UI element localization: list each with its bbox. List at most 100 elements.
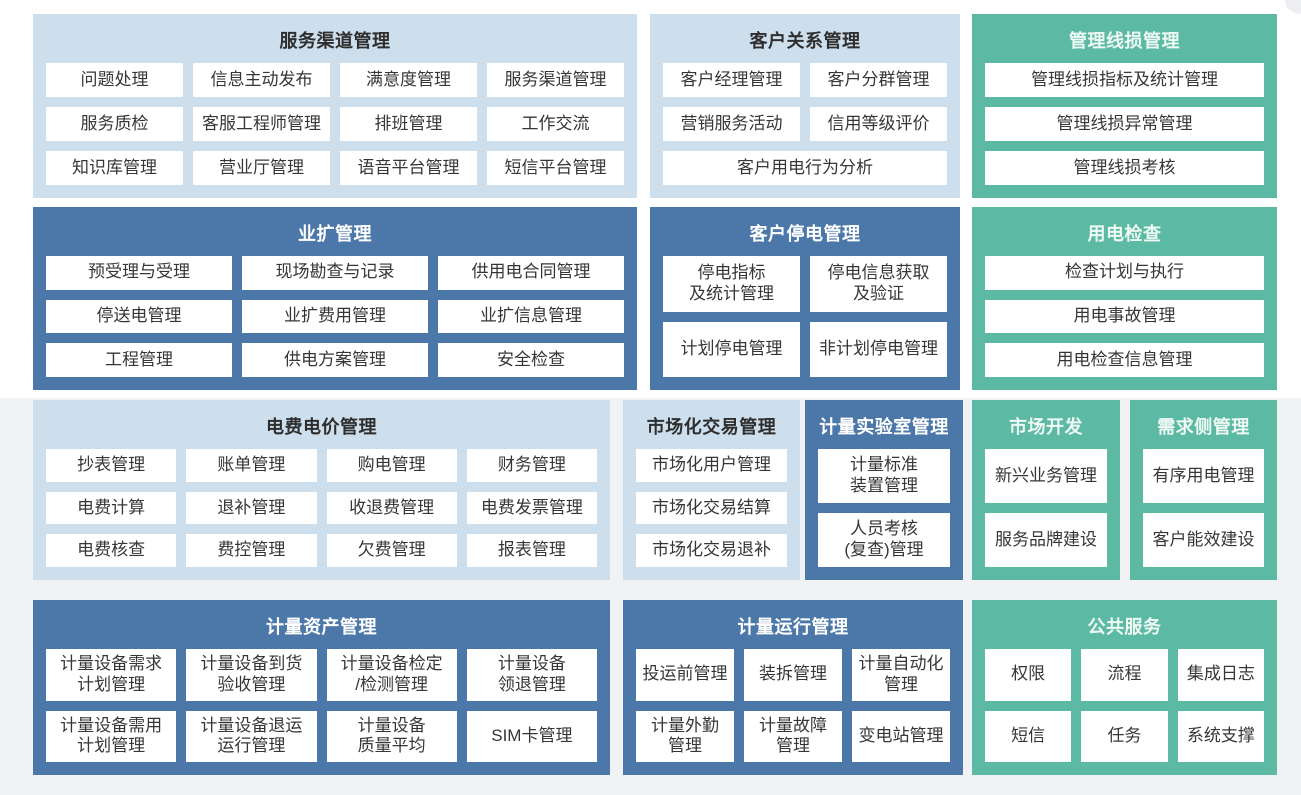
panel-title: 市场化交易管理	[646, 417, 777, 437]
panel-metering-asset-management: 计量资产管理计量设备需求 计划管理计量设备到货 验收管理计量设备检定 /检测管理…	[33, 600, 610, 775]
panel-grid: 有序用电管理客户能效建设	[1130, 449, 1277, 580]
module-box: 业扩信息管理	[438, 299, 624, 334]
module-box: 计量设备检定 /检测管理	[326, 649, 457, 701]
panel-grid: 市场化用户管理市场化交易结算市场化交易退补	[623, 449, 800, 580]
module-box: 检查计划与执行	[985, 256, 1264, 290]
panel-market-development: 市场开发新兴业务管理服务品牌建设	[972, 400, 1120, 580]
panel-title: 管理线损管理	[1069, 31, 1180, 51]
panel-grid: 新兴业务管理服务品牌建设	[972, 449, 1120, 580]
panel-grid: 客户经理管理客户分群管理营销服务活动信用等级评价客户用电行为分析	[650, 63, 960, 198]
module-box: 权限	[985, 649, 1072, 701]
module-box: 管理线损指标及统计管理	[985, 63, 1264, 97]
module-box: 欠费管理	[326, 534, 457, 567]
module-box: 服务品牌建设	[985, 513, 1107, 567]
module-box: 服务渠道管理	[487, 63, 624, 97]
module-box: 流程	[1081, 649, 1168, 701]
module-box: 知识库管理	[46, 151, 183, 185]
module-box: 现场勘查与记录	[242, 256, 428, 290]
panel-title: 客户关系管理	[749, 31, 861, 51]
panel-metering-lab-management: 计量实验室管理计量标准 装置管理人员考核 (复查)管理	[805, 400, 963, 580]
panel-title: 客户停电管理	[749, 224, 861, 244]
module-box: 问题处理	[46, 63, 183, 97]
module-box: 信息主动发布	[193, 63, 330, 97]
panel-demand-side-management: 需求侧管理有序用电管理客户能效建设	[1130, 400, 1277, 580]
panel-grid: 抄表管理账单管理购电管理财务管理电费计算退补管理收退费管理电费发票管理电费核查费…	[33, 449, 610, 580]
module-box: 语音平台管理	[340, 151, 477, 185]
panel-title: 服务渠道管理	[279, 31, 391, 51]
panel-grid: 管理线损指标及统计管理管理线损异常管理管理线损考核	[972, 63, 1277, 198]
module-box: 满意度管理	[340, 63, 477, 97]
module-box: 客户分群管理	[810, 63, 947, 97]
panel-tariff-billing-management: 电费电价管理抄表管理账单管理购电管理财务管理电费计算退补管理收退费管理电费发票管…	[33, 400, 610, 580]
module-box: 计量设备需用 计划管理	[46, 710, 177, 762]
module-box: 工作交流	[487, 107, 624, 141]
panel-grid: 计量设备需求 计划管理计量设备到货 验收管理计量设备检定 /检测管理计量设备 领…	[33, 649, 610, 775]
module-box: 工程管理	[46, 343, 232, 377]
module-box: 系统支撑	[1177, 710, 1264, 762]
module-box: 非计划停电管理	[810, 321, 947, 377]
panel-title: 用电检查	[1087, 224, 1162, 244]
module-box: 客户用电行为分析	[663, 151, 947, 185]
module-box: 任务	[1081, 710, 1168, 762]
panel-public-services: 公共服务权限流程集成日志短信任务系统支撑	[972, 600, 1277, 775]
panel-title: 计量运行管理	[737, 617, 849, 637]
module-box: 用电检查信息管理	[985, 343, 1264, 377]
module-box: 装拆管理	[744, 649, 842, 701]
module-box: 财务管理	[466, 449, 597, 482]
module-box: 客户经理管理	[663, 63, 800, 97]
page-corner-decoration	[1285, 0, 1301, 14]
panel-metering-operation-management: 计量运行管理投运前管理装拆管理计量自动化 管理计量外勤 管理计量故障 管理变电站…	[623, 600, 963, 775]
panel-grid: 检查计划与执行用电事故管理用电检查信息管理	[972, 256, 1277, 390]
module-box: 有序用电管理	[1143, 449, 1264, 503]
module-box: 计量标准 装置管理	[818, 449, 950, 503]
module-box: 投运前管理	[636, 649, 734, 701]
module-box: 停送电管理	[46, 299, 232, 334]
module-box: 短信平台管理	[487, 151, 624, 185]
module-box: 人员考核 (复查)管理	[818, 513, 950, 567]
panel-service-channel-management: 服务渠道管理问题处理信息主动发布满意度管理服务渠道管理服务质检客服工程师管理排班…	[33, 14, 637, 198]
module-box: 业扩费用管理	[242, 299, 428, 334]
panel-title: 市场开发	[1009, 417, 1083, 437]
module-box: 计量设备 领退管理	[466, 649, 597, 701]
module-box: 供用电合同管理	[438, 256, 624, 290]
module-box: 账单管理	[186, 449, 317, 482]
panel-grid: 停电指标 及统计管理停电信息获取 及验证计划停电管理非计划停电管理	[650, 256, 960, 390]
panel-customer-relationship-management: 客户关系管理客户经理管理客户分群管理营销服务活动信用等级评价客户用电行为分析	[650, 14, 960, 198]
panel-line-loss-management: 管理线损管理管理线损指标及统计管理管理线损异常管理管理线损考核	[972, 14, 1277, 198]
panel-title: 计量资产管理	[266, 617, 377, 637]
module-box: 计划停电管理	[663, 321, 800, 377]
module-box: 营业厅管理	[193, 151, 330, 185]
panel-electricity-inspection: 用电检查检查计划与执行用电事故管理用电检查信息管理	[972, 207, 1277, 390]
module-box: 计量自动化 管理	[852, 649, 950, 701]
module-box: 电费核查	[46, 534, 177, 567]
module-box: 计量外勤 管理	[636, 710, 734, 762]
module-box: 停电指标 及统计管理	[663, 256, 800, 312]
module-box: 市场化交易退补	[636, 534, 787, 567]
panel-grid: 问题处理信息主动发布满意度管理服务渠道管理服务质检客服工程师管理排班管理工作交流…	[33, 63, 637, 198]
module-box: 报表管理	[466, 534, 597, 567]
module-box: 服务质检	[46, 107, 183, 141]
panel-title: 业扩管理	[298, 224, 372, 244]
module-box: 收退费管理	[326, 491, 457, 525]
panel-grid: 预受理与受理现场勘查与记录供用电合同管理停送电管理业扩费用管理业扩信息管理工程管…	[33, 256, 637, 390]
module-box: 客服工程师管理	[193, 107, 330, 141]
module-box: 市场化用户管理	[636, 449, 787, 482]
panel-business-expansion-management: 业扩管理预受理与受理现场勘查与记录供用电合同管理停送电管理业扩费用管理业扩信息管…	[33, 207, 637, 390]
module-box: 计量故障 管理	[744, 710, 842, 762]
module-box: 抄表管理	[46, 449, 177, 482]
module-box: 计量设备退运 运行管理	[186, 710, 317, 762]
module-box: 管理线损考核	[985, 151, 1264, 185]
module-box: 预受理与受理	[46, 256, 232, 290]
module-box: 短信	[985, 710, 1072, 762]
panel-title: 电费电价管理	[266, 417, 377, 437]
module-box: 安全检查	[438, 343, 624, 377]
panel-title: 公共服务	[1087, 617, 1162, 637]
module-box: 电费发票管理	[466, 491, 597, 525]
module-box: 客户能效建设	[1143, 513, 1264, 567]
module-box: 新兴业务管理	[985, 449, 1107, 503]
module-box: 集成日志	[1177, 649, 1264, 701]
module-box: 计量设备需求 计划管理	[46, 649, 177, 701]
panel-grid: 投运前管理装拆管理计量自动化 管理计量外勤 管理计量故障 管理变电站管理	[623, 649, 963, 775]
module-box: 用电事故管理	[985, 299, 1264, 334]
